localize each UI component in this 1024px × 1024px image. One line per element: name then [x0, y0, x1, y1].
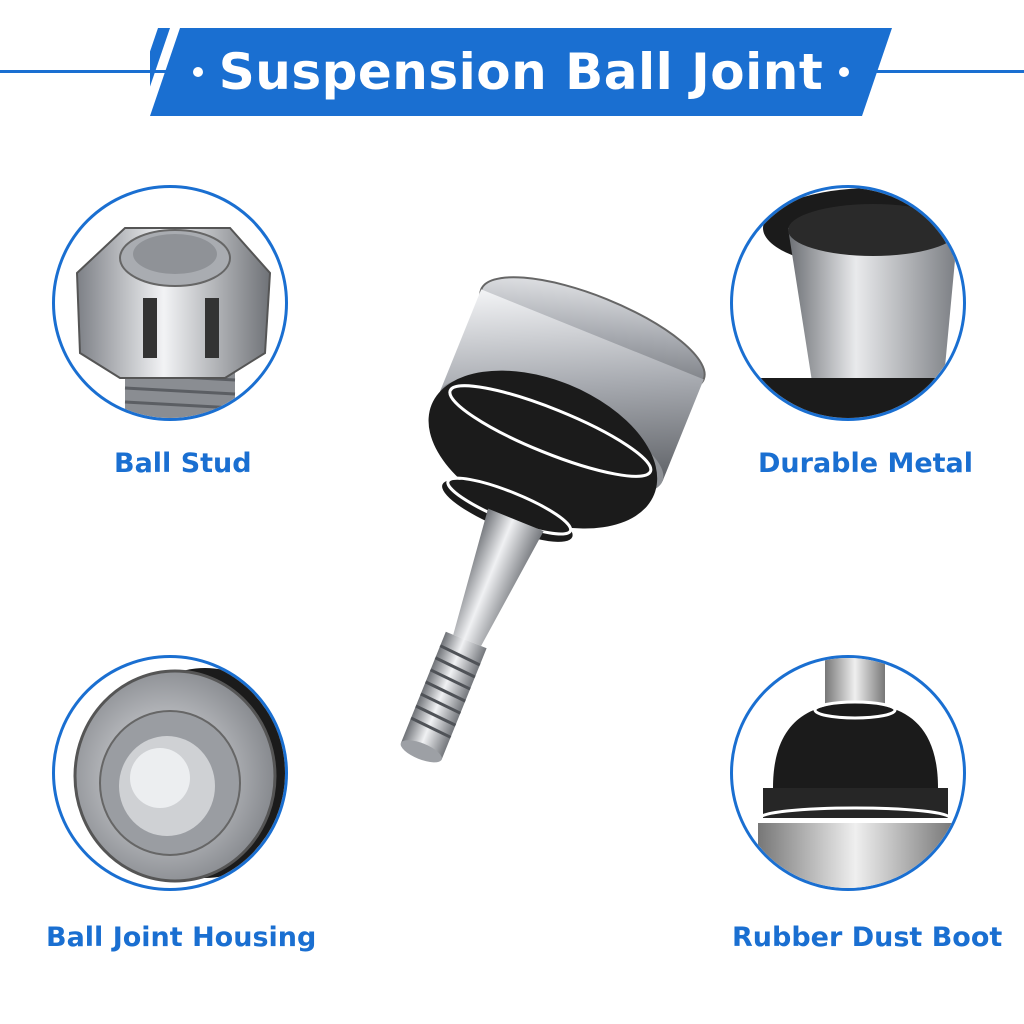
label-rubber-dust-boot: Rubber Dust Boot: [732, 922, 1003, 953]
castle-nut-icon: [75, 227, 272, 418]
banner-title: Suspension Ball Joint: [218, 43, 824, 101]
label-ball-joint-housing: Ball Joint Housing: [46, 922, 317, 953]
title-banner: Suspension Ball Joint: [150, 28, 892, 116]
bullet-left-icon: [192, 67, 203, 77]
label-ball-stud: Ball Stud: [114, 448, 252, 479]
housing-icon: [73, 668, 285, 883]
header-line-left: [0, 70, 170, 73]
ball-joint-icon: [400, 276, 706, 763]
bullet-right-icon: [839, 67, 850, 77]
callout-housing-image: [52, 655, 288, 891]
ball-joint-product-image: [320, 270, 740, 770]
callout-dust-boot-image: [730, 655, 966, 891]
metal-shank-icon: [738, 188, 963, 418]
dust-boot-icon: [758, 658, 953, 888]
label-durable-metal: Durable Metal: [758, 448, 974, 479]
callout-durable-metal-image: [730, 185, 966, 421]
header-line-right: [858, 70, 1024, 73]
callout-ball-stud-image: [52, 185, 288, 421]
banner-title-row: Suspension Ball Joint: [150, 28, 892, 116]
